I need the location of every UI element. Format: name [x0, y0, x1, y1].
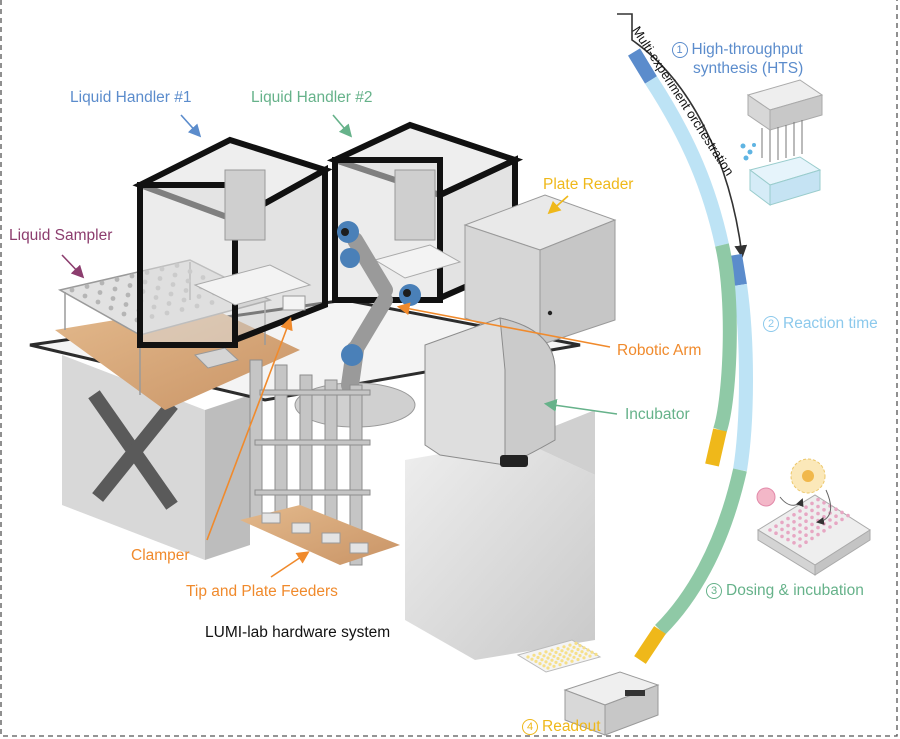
- arrow-liquid-handler-2: [332, 114, 353, 138]
- readout-segment-2: [634, 626, 666, 664]
- arrow-liquid-sampler: [61, 254, 85, 279]
- step-1-number: 1: [671, 42, 688, 58]
- arrow-liquid-handler-1: [180, 114, 202, 138]
- robotic-arm: [337, 221, 421, 394]
- orchestration-arrow: [617, 13, 748, 259]
- dosing-plate-icon: [756, 458, 871, 576]
- hts-segment: [628, 48, 657, 84]
- liquid-handler-1: [132, 136, 333, 348]
- feeder-towers: [249, 359, 371, 566]
- plate-reader: [463, 194, 617, 346]
- right-cabinet: [405, 440, 595, 660]
- step-1-subtitle: synthesis (HTS): [693, 60, 804, 78]
- arrow-incubator: [543, 399, 618, 415]
- arrow-robotic-arm: [396, 302, 611, 348]
- reaction-segment-2: [733, 283, 753, 472]
- hardware-caption: LUMI-lab hardware system: [205, 624, 391, 641]
- step-1-title: High-throughput: [691, 41, 803, 58]
- label-liquid-sampler: Liquid Sampler: [9, 227, 113, 244]
- step-2-number: 2: [763, 316, 779, 332]
- hts-device-icon: [740, 79, 824, 206]
- readout-segment-1: [705, 428, 727, 467]
- clamper-unit: [282, 295, 306, 311]
- x-logo-icon: [88, 390, 178, 510]
- arrow-clamper: [206, 317, 293, 541]
- dosing-segment-2: [655, 468, 747, 635]
- workflow-timeline: [617, 13, 753, 664]
- label-tip-plate-feeders: Tip and Plate Feeders: [186, 583, 338, 600]
- plate-reader-icon: [516, 639, 660, 736]
- label-liquid-handler-1: Liquid Handler #1: [70, 89, 192, 106]
- hts-segment-2: [728, 253, 747, 287]
- hardware-illustration: [29, 121, 617, 660]
- step-4-number: 4: [522, 719, 538, 735]
- label-clamper: Clamper: [131, 547, 190, 564]
- label-liquid-handler-2: Liquid Handler #2: [251, 89, 373, 106]
- incubator: [424, 317, 556, 467]
- label-robotic-arm: Robotic Arm: [617, 342, 702, 359]
- label-incubator: Incubator: [625, 406, 690, 423]
- step-3-number: 3: [706, 583, 722, 599]
- label-plate-reader: Plate Reader: [543, 176, 634, 193]
- arrow-plate-reader: [547, 195, 569, 215]
- arrow-tip-plate-feeders: [270, 551, 310, 578]
- step-3-title: Dosing & incubation: [726, 582, 864, 599]
- step-2-title: Reaction time: [783, 315, 878, 332]
- step-4-title: Readout: [542, 718, 601, 735]
- dosing-segment-1: [713, 243, 737, 433]
- reaction-segment-1: [645, 76, 729, 247]
